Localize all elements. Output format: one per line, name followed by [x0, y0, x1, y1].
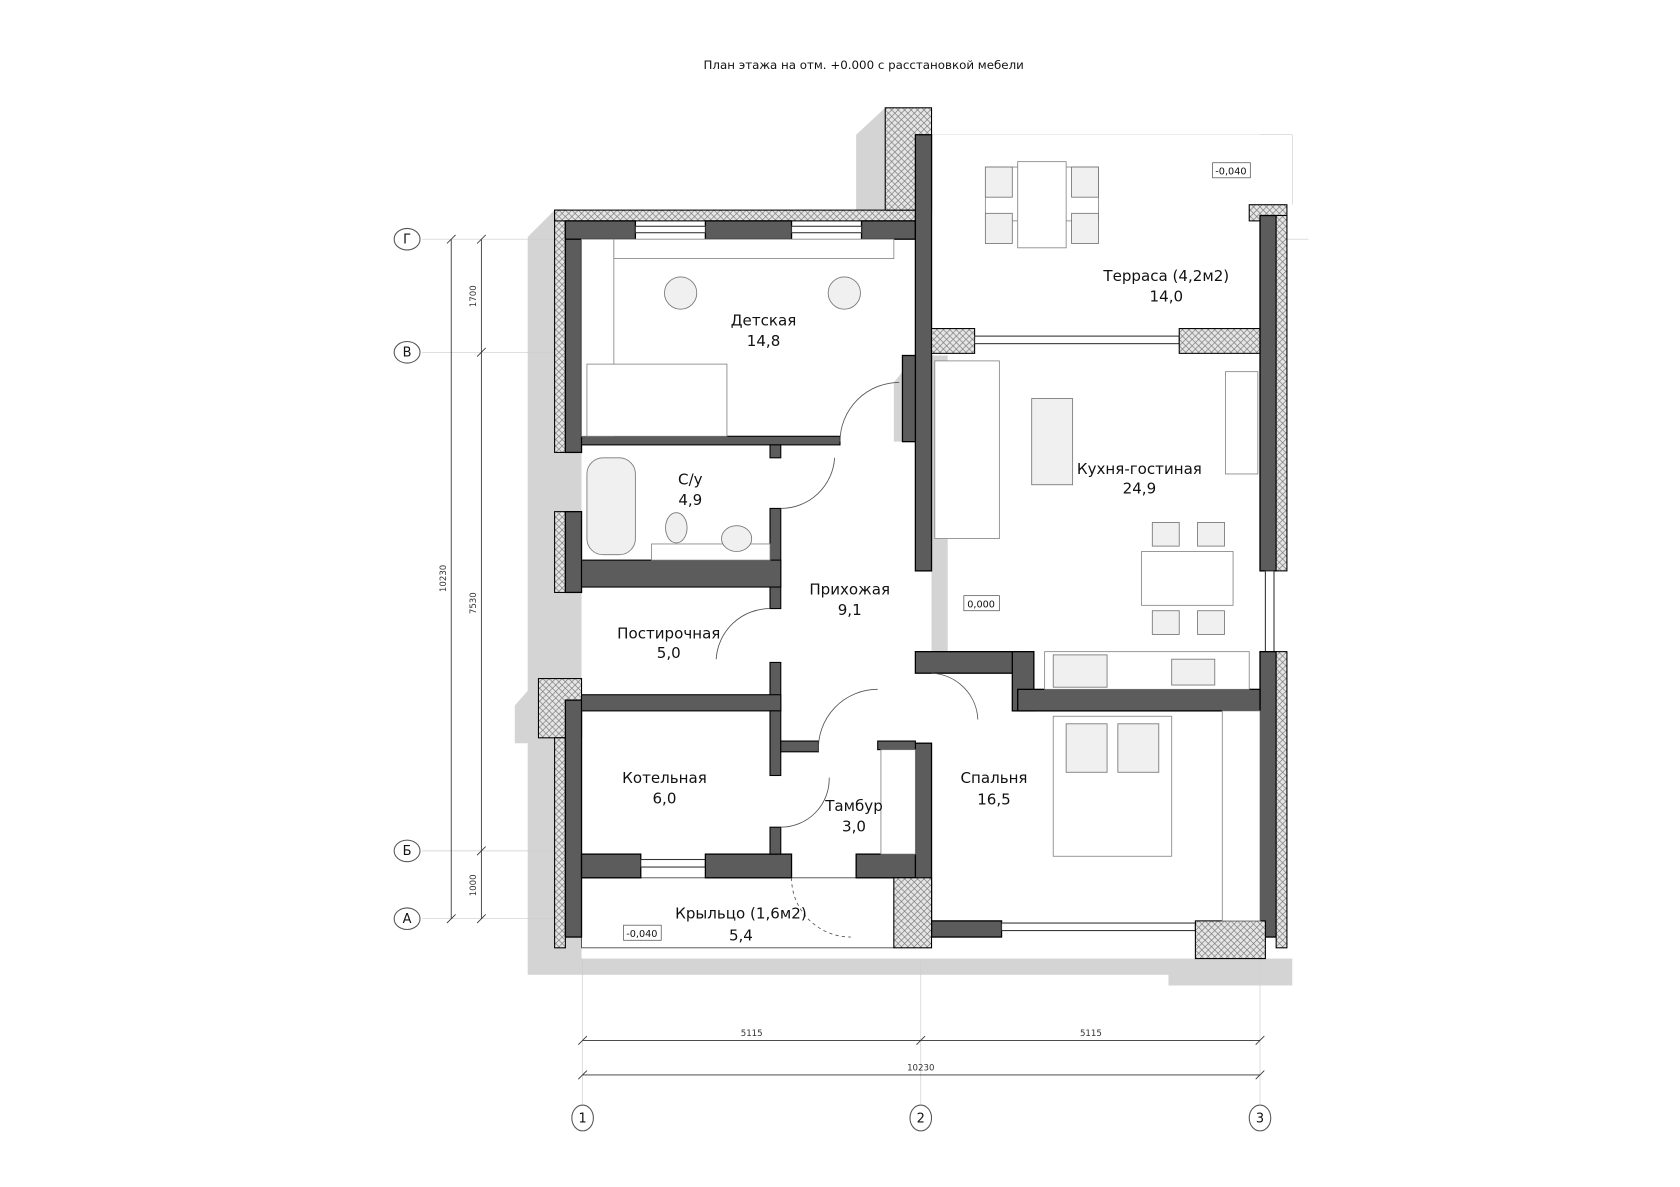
axis-row-label: Б [403, 844, 412, 859]
room-area: 14,8 [747, 332, 781, 350]
room-area: 3,0 [842, 818, 866, 836]
room-name: Терраса (4,2м2) [1102, 267, 1229, 285]
dim-vertical-part: 1700 [469, 285, 479, 307]
tv-unit [1225, 371, 1259, 475]
room-area: 6,0 [652, 790, 676, 808]
room-name: Тамбур [824, 797, 883, 815]
doors [715, 381, 979, 938]
axis-markers: Г В Б А 1 2 3 [393, 227, 1272, 1132]
walls [537, 107, 1288, 960]
room-labels: Детская 14,8 С/у 4,9 Прихожая 9,1 Постир… [617, 267, 1229, 944]
room-area: 5,0 [657, 644, 681, 662]
level-terrace: -0,040 [1215, 167, 1246, 178]
dimension-lines: 10230 1700 7530 1000 5115 5115 10230 [439, 234, 1265, 1080]
axis-col-label: 3 [1256, 1111, 1264, 1126]
level-marks: -0,040 0,000 -0,040 [623, 162, 1251, 941]
axis-row-label: В [403, 346, 412, 361]
dim-vertical-total: 10230 [439, 565, 449, 592]
room-area: 4,9 [678, 491, 702, 509]
toilet [665, 512, 688, 544]
room-name: Котельная [622, 769, 707, 787]
room-name: Кухня-гостиная [1077, 460, 1202, 478]
axis-col-label: 1 [579, 1111, 587, 1126]
plan-title: План этажа на отм. +0.000 с расстановкой… [704, 58, 1024, 72]
wardrobe [1221, 710, 1261, 922]
dim-horizontal-part: 5115 [741, 1029, 763, 1039]
dim-horizontal-total: 10230 [907, 1064, 934, 1074]
furniture [581, 161, 1261, 922]
level-main: 0,000 [967, 600, 995, 611]
room-name: С/у [678, 471, 703, 489]
dim-vertical-part: 7530 [469, 592, 479, 614]
dining-table [1141, 551, 1234, 606]
axis-row-label: А [403, 912, 412, 927]
sink [721, 525, 753, 552]
room-area: 5,4 [729, 926, 753, 944]
room-name: Спальня [960, 769, 1027, 787]
coffee-table [1031, 398, 1074, 486]
axis-row-label: Г [403, 233, 411, 248]
axis-col-label: 2 [917, 1111, 925, 1126]
room-name: Постирочная [617, 625, 720, 643]
tambur-wardrobe [880, 749, 916, 855]
room-area: 24,9 [1123, 479, 1157, 497]
dim-horizontal-part: 5115 [1080, 1029, 1102, 1039]
room-area: 14,0 [1150, 288, 1184, 306]
room-area: 16,5 [977, 791, 1011, 809]
dim-vertical-part: 1000 [469, 874, 479, 896]
room-name: Крыльцо (1,6м2) [675, 905, 807, 923]
room-name: Прихожая [809, 581, 890, 599]
room-name: Детская [731, 311, 796, 329]
bathtub [586, 457, 636, 556]
room-area: 9,1 [838, 601, 862, 619]
level-porch: -0,040 [626, 929, 657, 940]
sofa [934, 360, 1000, 540]
